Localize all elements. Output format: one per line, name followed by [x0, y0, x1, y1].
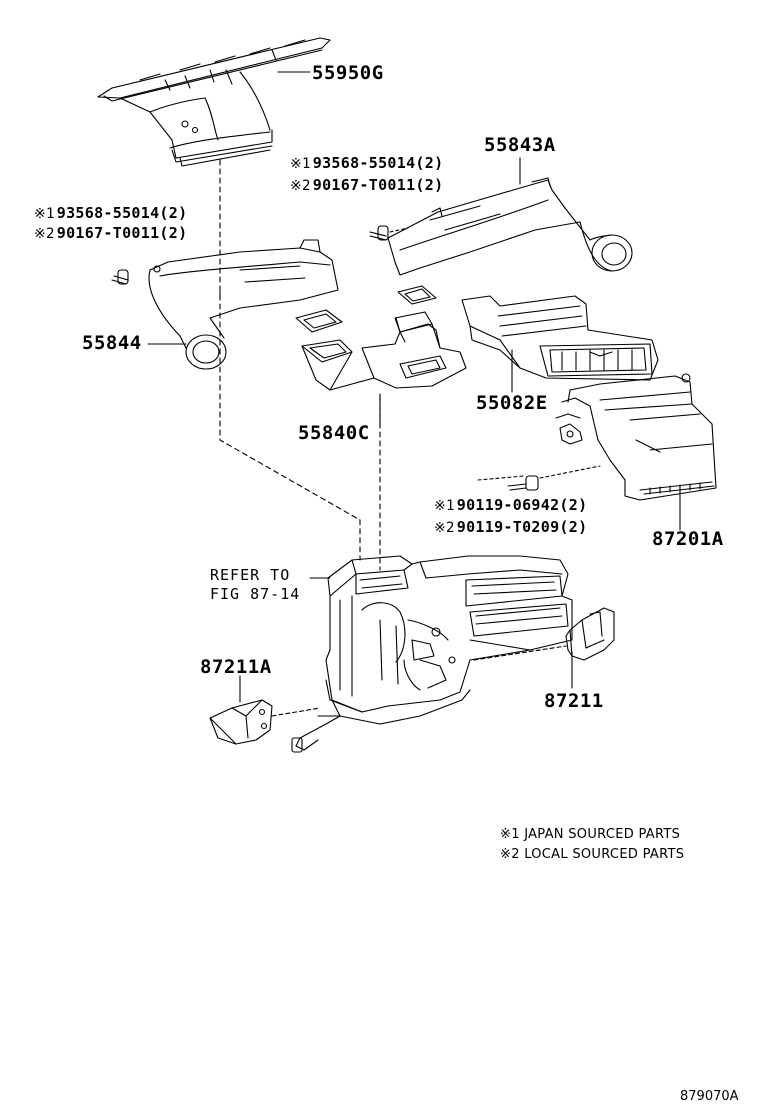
part-87201A-duct [559, 373, 717, 501]
refer-line-2: FIG 87-14 [210, 584, 301, 603]
screw-left [111, 269, 129, 285]
label-55843A: 55843A [484, 134, 556, 156]
alignment-lines [219, 159, 381, 571]
label-55844: 55844 [82, 332, 142, 354]
label-87211: 87211 [544, 690, 604, 712]
label-55840C: 55840C [298, 422, 370, 444]
part-55843A-right-duct [387, 177, 633, 276]
label-87201A: 87201A [652, 528, 724, 550]
label-87211A: 87211A [200, 656, 272, 678]
leader-lines [147, 71, 681, 703]
part-87211 [473, 607, 615, 661]
label-55950G: 55950G [312, 62, 384, 84]
part-55082E-center-register [461, 295, 659, 381]
refer-line-1: REFER TO [210, 566, 291, 584]
part-55840C-center-duct [301, 311, 467, 391]
figure-number: 879070A [680, 1089, 739, 1104]
part-87211A [209, 699, 321, 745]
gasket-pieces [295, 285, 437, 333]
heater-unit-assembly [291, 555, 573, 753]
screw-mid-right [477, 465, 601, 491]
screw-upper [369, 225, 409, 241]
refer-to-note: REFER TO FIG 87-14 [210, 566, 300, 604]
label-55082E: 55082E [476, 392, 548, 414]
part-55844-left-duct [148, 239, 339, 370]
part-55950G-defroster-nozzle [97, 37, 331, 167]
legend-local-sourced: ※2 LOCAL SOURCED PARTS [500, 847, 685, 862]
legend-japan-sourced: ※1 JAPAN SOURCED PARTS [500, 827, 681, 842]
